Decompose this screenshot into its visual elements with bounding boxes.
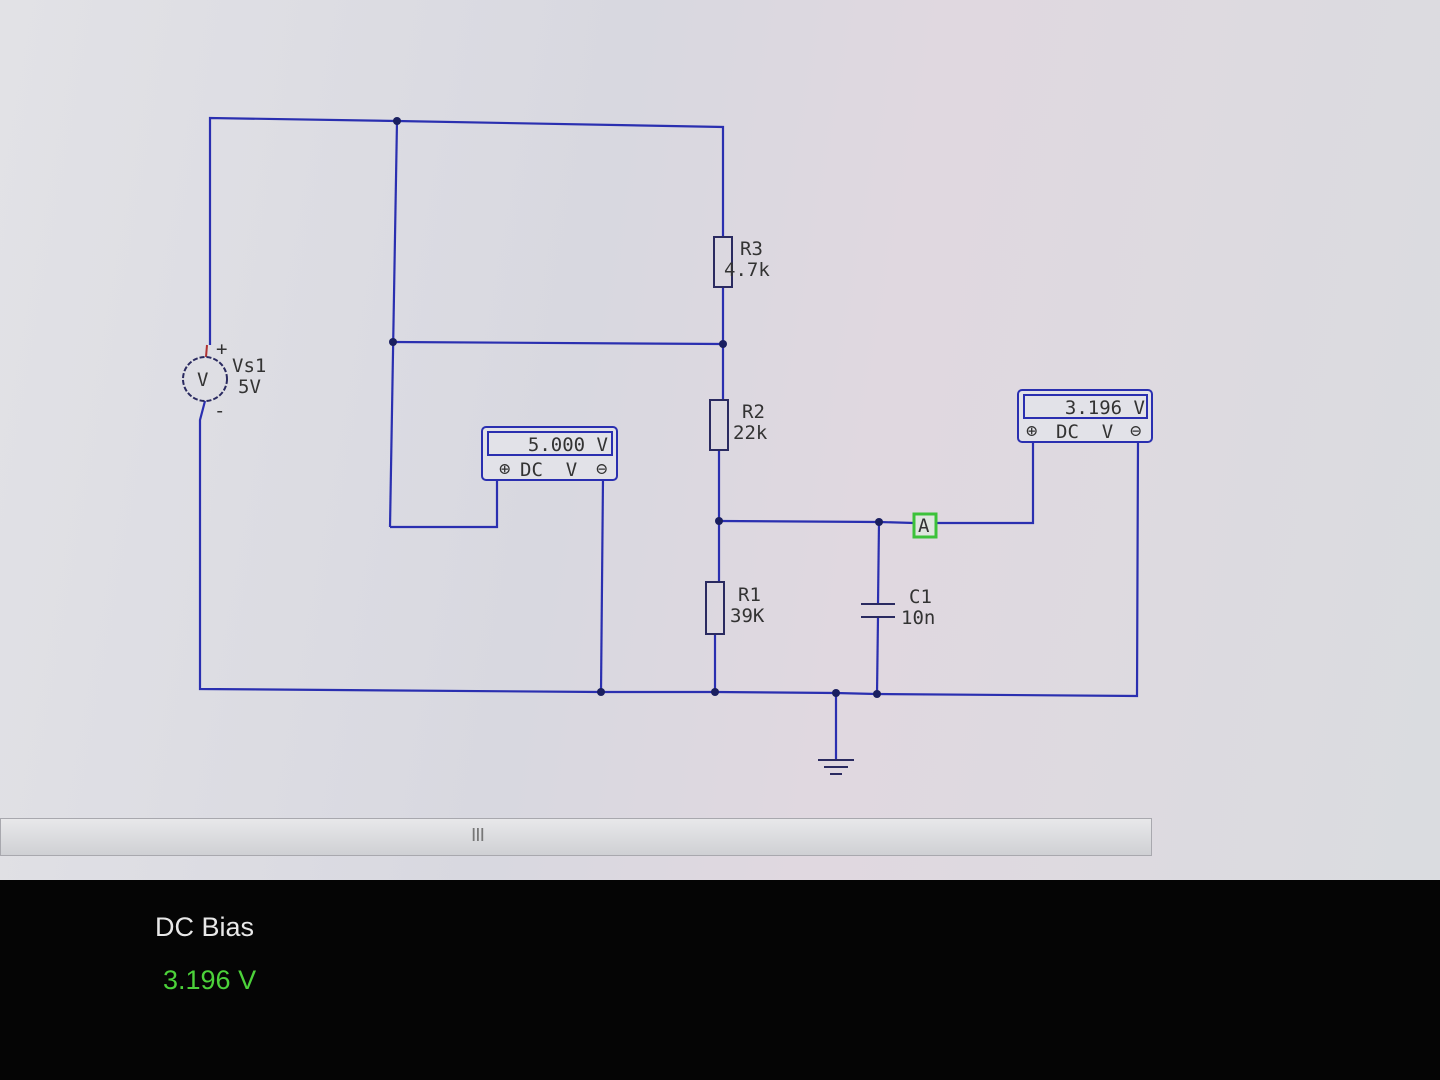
wire-source-minus[interactable] bbox=[198, 400, 1140, 698]
r2-name: R2 bbox=[742, 401, 765, 423]
r2-value: 22k bbox=[733, 422, 768, 444]
resistor-r3[interactable]: R3 4.7k bbox=[713, 236, 770, 288]
junction-nodes bbox=[389, 117, 883, 698]
source-minus: - bbox=[214, 400, 225, 422]
meter2-mode: DC V bbox=[1056, 421, 1113, 443]
dc-bias-title: DC Bias bbox=[155, 912, 255, 942]
resistor-r1[interactable]: R1 39K bbox=[705, 581, 765, 635]
meter1-reading: 5.000 V bbox=[528, 434, 608, 456]
wire-meter1-minus[interactable] bbox=[599, 477, 605, 693]
minus-terminal-icon: ⊖ bbox=[1130, 420, 1141, 442]
r3-value: 4.7k bbox=[724, 259, 770, 281]
capacitor-c1[interactable]: C1 10n bbox=[861, 586, 935, 629]
wire-c1-bottom[interactable] bbox=[875, 616, 880, 695]
wire-left-inner[interactable] bbox=[388, 120, 399, 528]
wire-top[interactable] bbox=[208, 116, 725, 345]
plus-terminal-icon: ⊕ bbox=[499, 458, 510, 480]
circuit-diagram: V + - Vs1 5V R3 4.7k R2 22k R1 39K C1 10… bbox=[182, 116, 1153, 775]
voltage-source-vs1[interactable]: V + - Vs1 5V bbox=[182, 338, 266, 422]
meter2-reading: 3.196 V bbox=[1065, 397, 1145, 419]
r1-value: 39K bbox=[730, 605, 765, 627]
plus-terminal-icon: ⊕ bbox=[1026, 420, 1037, 442]
scrollbar-grip[interactable]: III bbox=[471, 825, 485, 846]
results-panel: DC Bias 3.196 V bbox=[0, 880, 1440, 1080]
c1-name: C1 bbox=[909, 586, 932, 608]
ground-icon bbox=[818, 759, 854, 775]
r3-name: R3 bbox=[740, 238, 763, 260]
source-plus: + bbox=[216, 338, 227, 360]
wire-node-a[interactable] bbox=[718, 519, 915, 525]
source-name: Vs1 bbox=[232, 355, 266, 377]
source-symbol: V bbox=[197, 369, 208, 391]
source-value: 5V bbox=[238, 376, 261, 398]
wire-meter2-plus[interactable] bbox=[936, 440, 1035, 525]
minus-terminal-icon: ⊖ bbox=[596, 458, 607, 480]
voltmeter-1[interactable]: 5.000 V ⊕ DC V ⊖ bbox=[481, 426, 618, 481]
r1-name: R1 bbox=[738, 584, 761, 606]
resistor-r2[interactable]: R2 22k bbox=[709, 399, 768, 451]
probe-a[interactable]: A bbox=[912, 512, 938, 539]
meter1-mode: DC V bbox=[520, 459, 577, 481]
schematic-canvas[interactable]: V + - Vs1 5V R3 4.7k R2 22k R1 39K C1 10… bbox=[0, 0, 1440, 880]
voltmeter-2[interactable]: 3.196 V ⊕ DC V ⊖ bbox=[1017, 389, 1153, 443]
horizontal-scrollbar[interactable]: III bbox=[0, 818, 1152, 856]
c1-value: 10n bbox=[901, 607, 935, 629]
wire-meter1-plus[interactable] bbox=[390, 478, 499, 529]
wire-c1-top[interactable] bbox=[876, 521, 881, 605]
wire-middle[interactable] bbox=[392, 340, 724, 346]
dc-bias-value: 3.196 V bbox=[163, 965, 257, 995]
probe-label: A bbox=[918, 515, 930, 537]
